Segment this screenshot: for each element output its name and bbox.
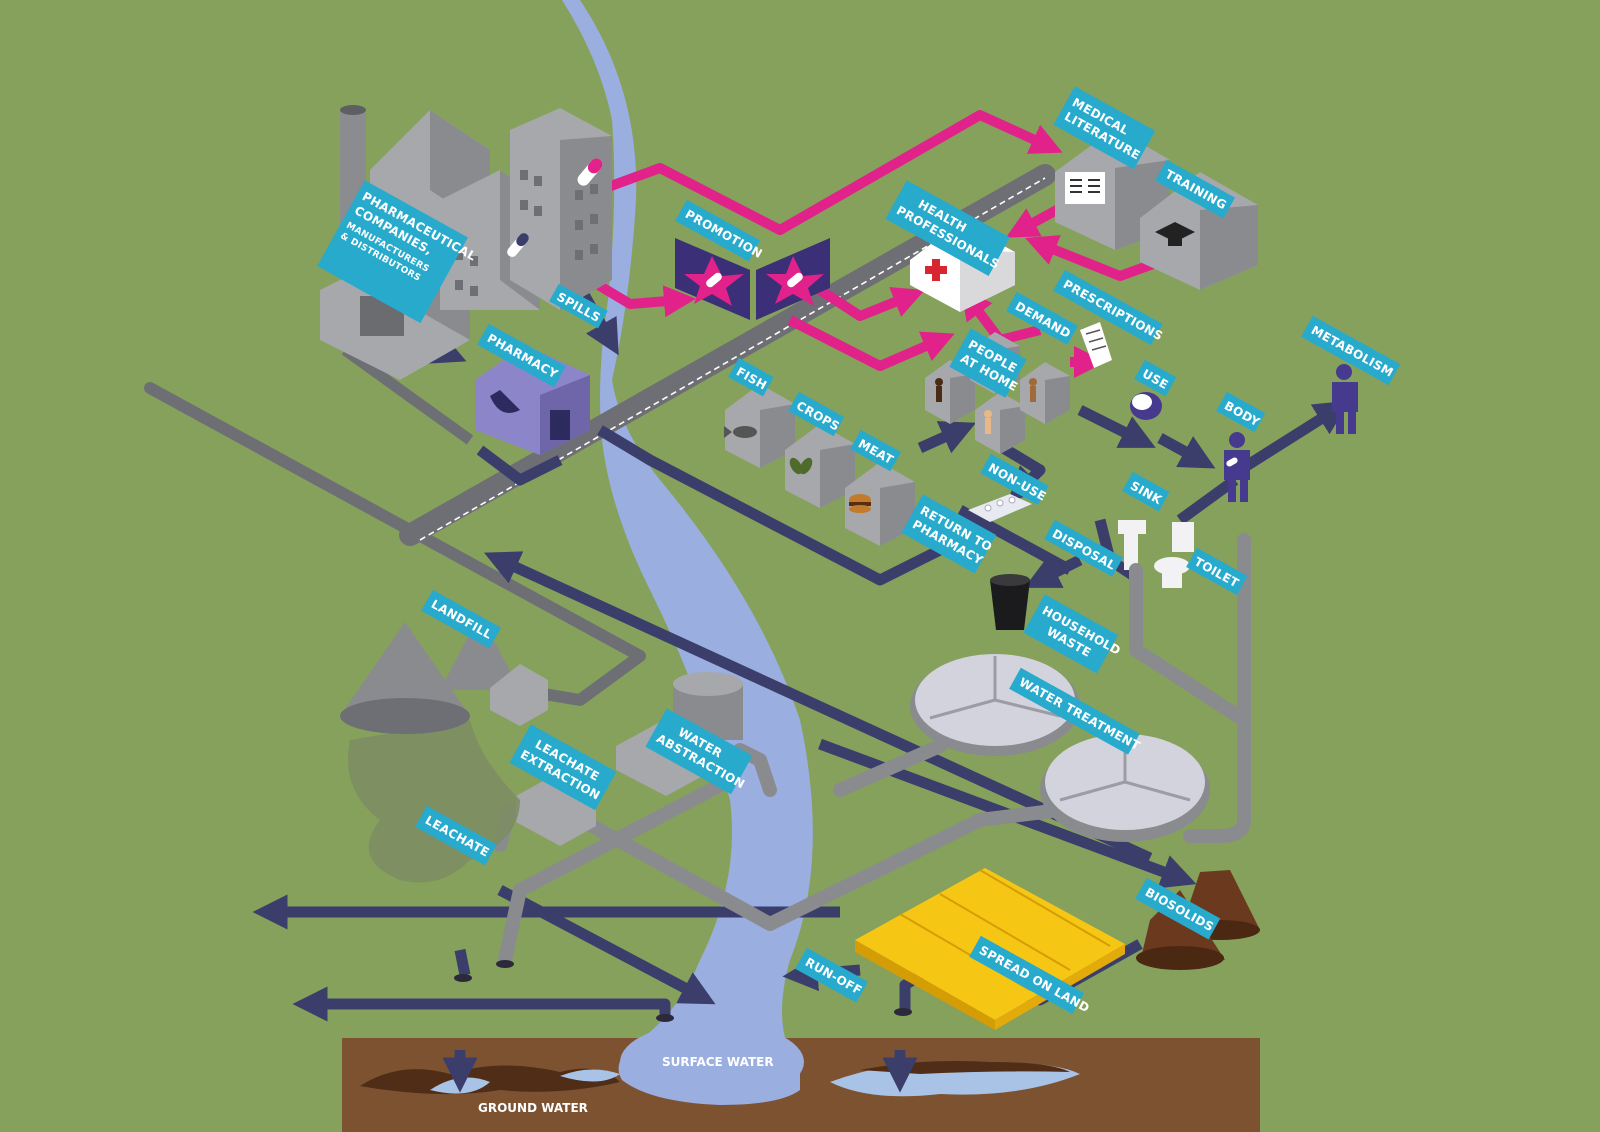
body-figure xyxy=(1224,432,1250,502)
arrow-icon xyxy=(587,275,696,318)
arrow-icon xyxy=(597,425,943,586)
house-icon xyxy=(925,360,975,424)
pill-icon xyxy=(1226,457,1238,467)
arrow-icon xyxy=(1157,433,1216,469)
promotion-flows xyxy=(587,110,1177,379)
river xyxy=(562,0,813,1105)
graduation-cap-icon xyxy=(1155,222,1195,246)
arrow-icon xyxy=(1176,475,1239,525)
arrow-icon xyxy=(476,445,563,486)
arrow-icon xyxy=(454,948,471,977)
house-icon xyxy=(1020,362,1070,424)
arrow-icon xyxy=(787,315,955,371)
house-icon xyxy=(725,384,795,468)
metabolism-figure xyxy=(1332,364,1358,434)
sink-icon xyxy=(1118,520,1146,570)
burger-icon xyxy=(849,494,871,513)
blister-pack xyxy=(968,494,1032,522)
use-pill-badge xyxy=(1130,392,1162,420)
arrow-icon xyxy=(598,110,1063,235)
svg-text:PRESCRIPTIONS: PRESCRIPTIONS xyxy=(1061,277,1165,343)
label-medical-literature: MEDICAL LITERATURE xyxy=(1053,86,1156,170)
prescription-document xyxy=(1080,322,1112,368)
food-chain-houses xyxy=(724,384,915,546)
promotion-billboards xyxy=(675,238,830,320)
arrow-icon xyxy=(1237,400,1350,475)
label-sink: SINK xyxy=(1122,471,1170,512)
fish-icon xyxy=(724,426,757,438)
label-pharmaceutical-companies: PHARMACEUTICAL COMPANIES, MANUFACTURERS … xyxy=(317,180,479,324)
label-return-to-pharmacy: RETURN TO PHARMACY xyxy=(901,494,997,574)
pill-icon xyxy=(577,158,603,186)
arrow-icon xyxy=(917,421,977,454)
arrow-icon xyxy=(497,885,716,1005)
person-icon xyxy=(1029,378,1037,402)
label-surface-water: SURFACE WATER xyxy=(662,1055,774,1069)
person-icon xyxy=(935,378,943,402)
label-use: USE xyxy=(1134,359,1177,397)
arrow-icon xyxy=(1024,555,1083,588)
toilet-icon xyxy=(1154,522,1194,588)
pill-icon xyxy=(706,272,722,288)
pipe-outlets xyxy=(454,960,912,1022)
water-treatment-tanks xyxy=(910,654,1210,842)
house-icon xyxy=(975,392,1025,454)
label-meat: MEAT xyxy=(850,429,902,472)
bin-icon xyxy=(990,574,1030,630)
pill-icon xyxy=(507,233,529,257)
svg-text:METABOLISM: METABOLISM xyxy=(1309,323,1396,380)
label-landfill: LANDFILL xyxy=(421,589,502,649)
person-icon xyxy=(984,410,992,434)
arrow-icon xyxy=(817,285,925,321)
arrow-icon xyxy=(1077,405,1156,448)
leaf-icon xyxy=(789,457,813,475)
arrow-icon xyxy=(341,345,474,445)
pill-icon xyxy=(787,272,803,288)
label-ground-water: GROUND WATER xyxy=(478,1101,588,1115)
label-body: BODY xyxy=(1216,391,1266,433)
medical-cross-icon xyxy=(925,259,947,281)
document-icon xyxy=(1065,172,1105,204)
